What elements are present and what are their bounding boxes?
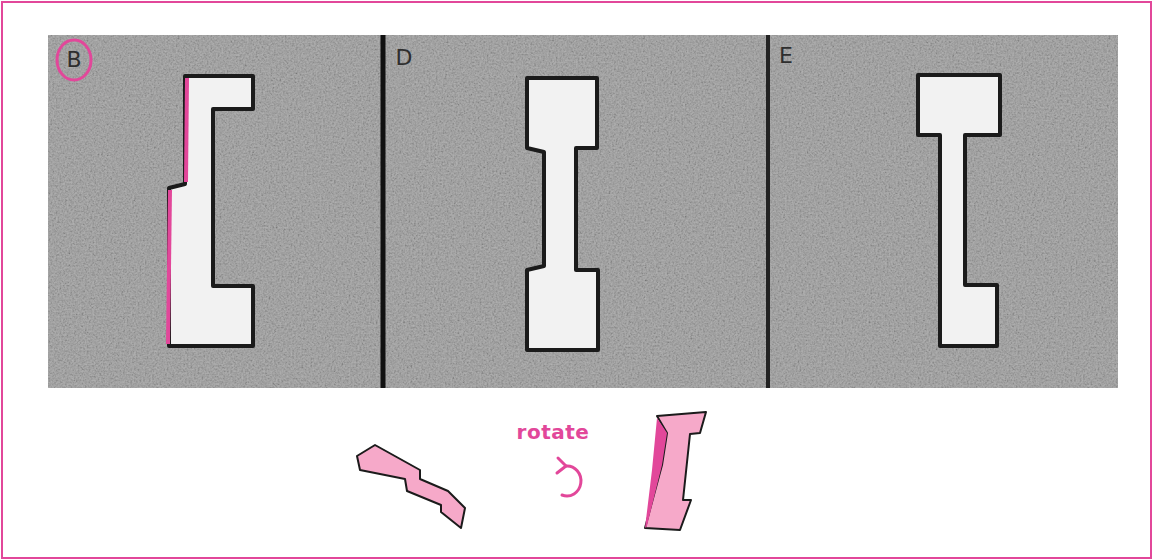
rotate-arrow bbox=[562, 466, 581, 496]
shape-sketch bbox=[357, 445, 465, 528]
divider bbox=[381, 35, 386, 388]
divider bbox=[766, 35, 770, 388]
specimen-shape bbox=[918, 75, 1000, 346]
specimen-shape bbox=[169, 76, 253, 346]
panel-letter: E bbox=[779, 45, 793, 67]
shape-sketch bbox=[645, 412, 706, 530]
handwritten-note: rotate bbox=[517, 422, 590, 442]
highlight-line bbox=[168, 190, 170, 344]
shape-sketch-edge bbox=[645, 418, 667, 528]
highlight-circle bbox=[57, 40, 91, 80]
panel-letter: D bbox=[396, 47, 413, 69]
specimen-shape bbox=[527, 78, 598, 350]
highlight-line bbox=[186, 78, 187, 182]
panel-letter: B bbox=[66, 49, 81, 71]
photo-ground bbox=[48, 35, 1118, 388]
arrowhead bbox=[557, 458, 566, 473]
